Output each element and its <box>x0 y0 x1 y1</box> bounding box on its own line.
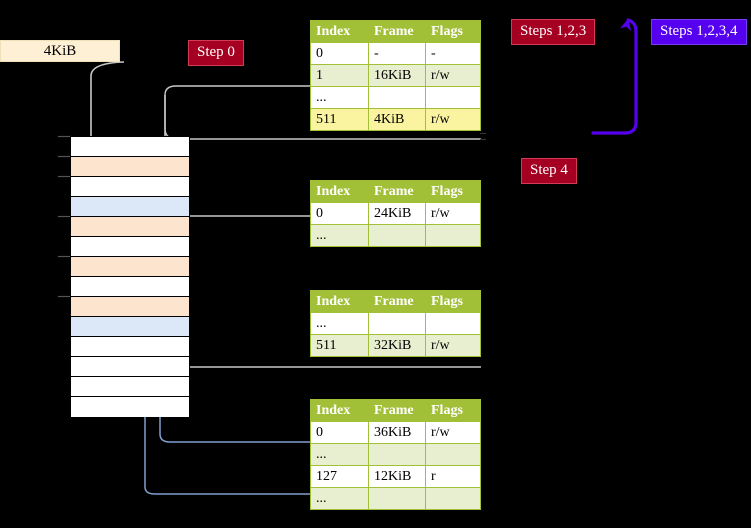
table-cell: r/w <box>425 108 481 131</box>
table-cell <box>425 86 481 109</box>
table-row[interactable]: 0-- <box>310 42 481 65</box>
column-header-index: Index <box>310 290 369 313</box>
table-cell: r/w <box>425 421 481 444</box>
memory-frame-row[interactable] <box>71 237 189 257</box>
column-header-frame: Frame <box>368 20 426 43</box>
purple-return-arrow <box>591 18 638 135</box>
table-cell <box>368 443 426 466</box>
table-row[interactable]: ... <box>310 487 481 510</box>
table-cell: 0 <box>310 42 369 65</box>
table-cell: 32KiB <box>368 334 426 357</box>
table-cell <box>368 224 426 247</box>
table-cell: 16KiB <box>368 64 426 87</box>
table-cell: 0 <box>310 421 369 444</box>
table-cell <box>368 86 426 109</box>
table-cell: r/w <box>425 334 481 357</box>
table-cell <box>425 443 481 466</box>
table-cell: r <box>425 465 481 488</box>
table-cell <box>425 224 481 247</box>
table-cell: ... <box>310 224 369 247</box>
column-header-frame: Frame <box>368 180 426 203</box>
table-cell <box>425 487 481 510</box>
memory-frame-row[interactable] <box>71 217 189 237</box>
table-cell <box>368 312 426 335</box>
table-cell: 12KiB <box>368 465 426 488</box>
memory-frame-row[interactable] <box>71 357 189 377</box>
memory-frame-row[interactable] <box>71 397 189 417</box>
memory-frame-row[interactable] <box>71 257 189 277</box>
memory-frame-row[interactable] <box>71 277 189 297</box>
table-cell: ... <box>310 487 369 510</box>
table-cell: 127 <box>310 465 369 488</box>
table-cell: ... <box>310 86 369 109</box>
table-cell: - <box>425 42 481 65</box>
memory-frame-row[interactable] <box>71 297 189 317</box>
column-header-flags: Flags <box>425 180 481 203</box>
memory-size-text: 4KiB <box>43 42 77 59</box>
table-cell: 24KiB <box>368 202 426 225</box>
table-cell: r/w <box>425 64 481 87</box>
table-edge-ticks <box>480 132 486 141</box>
column-header-index: Index <box>310 399 369 422</box>
table-cell: 4KiB <box>368 108 426 131</box>
memory-frame-row[interactable] <box>71 157 189 177</box>
table-cell: 511 <box>310 108 369 131</box>
table-cell: 511 <box>310 334 369 357</box>
table-row[interactable]: ... <box>310 86 481 109</box>
memory-frame-row[interactable] <box>71 377 189 397</box>
column-header-frame: Frame <box>368 290 426 313</box>
badge-step-4: Step 4 <box>521 158 577 184</box>
badge-steps-1234: Steps 1,2,3,4 <box>651 19 747 45</box>
table-cell <box>368 487 426 510</box>
memory-size-label: 4KiB <box>0 40 120 62</box>
table-cell: 0 <box>310 202 369 225</box>
column-header-flags: Flags <box>425 290 481 313</box>
table-cell <box>425 312 481 335</box>
memory-frame-row[interactable] <box>71 137 189 157</box>
column-header-flags: Flags <box>425 399 481 422</box>
table-row[interactable]: ... <box>310 443 481 466</box>
memory-frame-row[interactable] <box>71 177 189 197</box>
table-cell: ... <box>310 312 369 335</box>
column-header-flags: Flags <box>425 20 481 43</box>
column-header-index: Index <box>310 180 369 203</box>
table-row[interactable]: ... <box>310 224 481 247</box>
column-header-frame: Frame <box>368 399 426 422</box>
table-cell: ... <box>310 443 369 466</box>
memory-frame-row[interactable] <box>71 197 189 217</box>
badge-steps-123: Steps 1,2,3 <box>511 19 596 45</box>
badge-step-0: Step 0 <box>188 40 244 66</box>
table-cell: r/w <box>425 202 481 225</box>
table-cell: - <box>368 42 426 65</box>
table-cell: 1 <box>310 64 369 87</box>
physical-memory-column[interactable] <box>70 136 190 417</box>
memory-frame-row[interactable] <box>71 337 189 357</box>
table-row[interactable]: ... <box>310 312 481 335</box>
column-header-index: Index <box>310 20 369 43</box>
table-cell: 36KiB <box>368 421 426 444</box>
memory-frame-row[interactable] <box>71 317 189 337</box>
